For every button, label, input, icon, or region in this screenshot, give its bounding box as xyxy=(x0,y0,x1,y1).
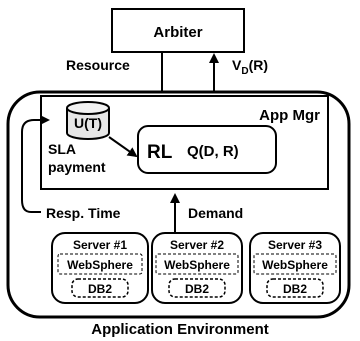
arbiter-box: Arbiter xyxy=(111,8,245,53)
server-name: Server #1 xyxy=(73,238,127,252)
resp-time-label: Resp. Time xyxy=(46,205,121,221)
q-label: Q(D, R) xyxy=(187,143,239,160)
db-label: DB2 xyxy=(88,282,112,296)
utility-label: U(T) xyxy=(74,115,102,131)
middleware-label: WebSphere xyxy=(262,258,328,272)
server-1: Server #1 WebSphere DB2 xyxy=(51,232,149,304)
utility-database-icon: U(T) xyxy=(66,101,110,140)
server-3: Server #3 WebSphere DB2 xyxy=(249,232,341,304)
db-label: DB2 xyxy=(283,282,307,296)
resource-label: Resource xyxy=(66,57,130,73)
db-label: DB2 xyxy=(185,282,209,296)
payment-label: payment xyxy=(48,159,106,175)
rl-label: RL xyxy=(147,142,173,163)
rl-box xyxy=(137,125,277,174)
server-2: Server #2 WebSphere DB2 xyxy=(151,232,243,304)
server-name: Server #2 xyxy=(170,238,224,252)
arbiter-label: Arbiter xyxy=(153,24,202,41)
middleware-label: WebSphere xyxy=(67,258,133,272)
utility-to-rl-arrow xyxy=(108,136,138,158)
resp-time-arrow xyxy=(21,115,50,213)
application-environment-label: Application Environment xyxy=(91,321,269,338)
app-mgr-title: App Mgr xyxy=(259,107,320,124)
server-name: Server #3 xyxy=(268,238,322,252)
middleware-label: WebSphere xyxy=(164,258,230,272)
demand-label: Demand xyxy=(188,205,243,221)
vd-label: VD(R) xyxy=(232,57,268,77)
sla-label: SLA xyxy=(48,141,76,157)
